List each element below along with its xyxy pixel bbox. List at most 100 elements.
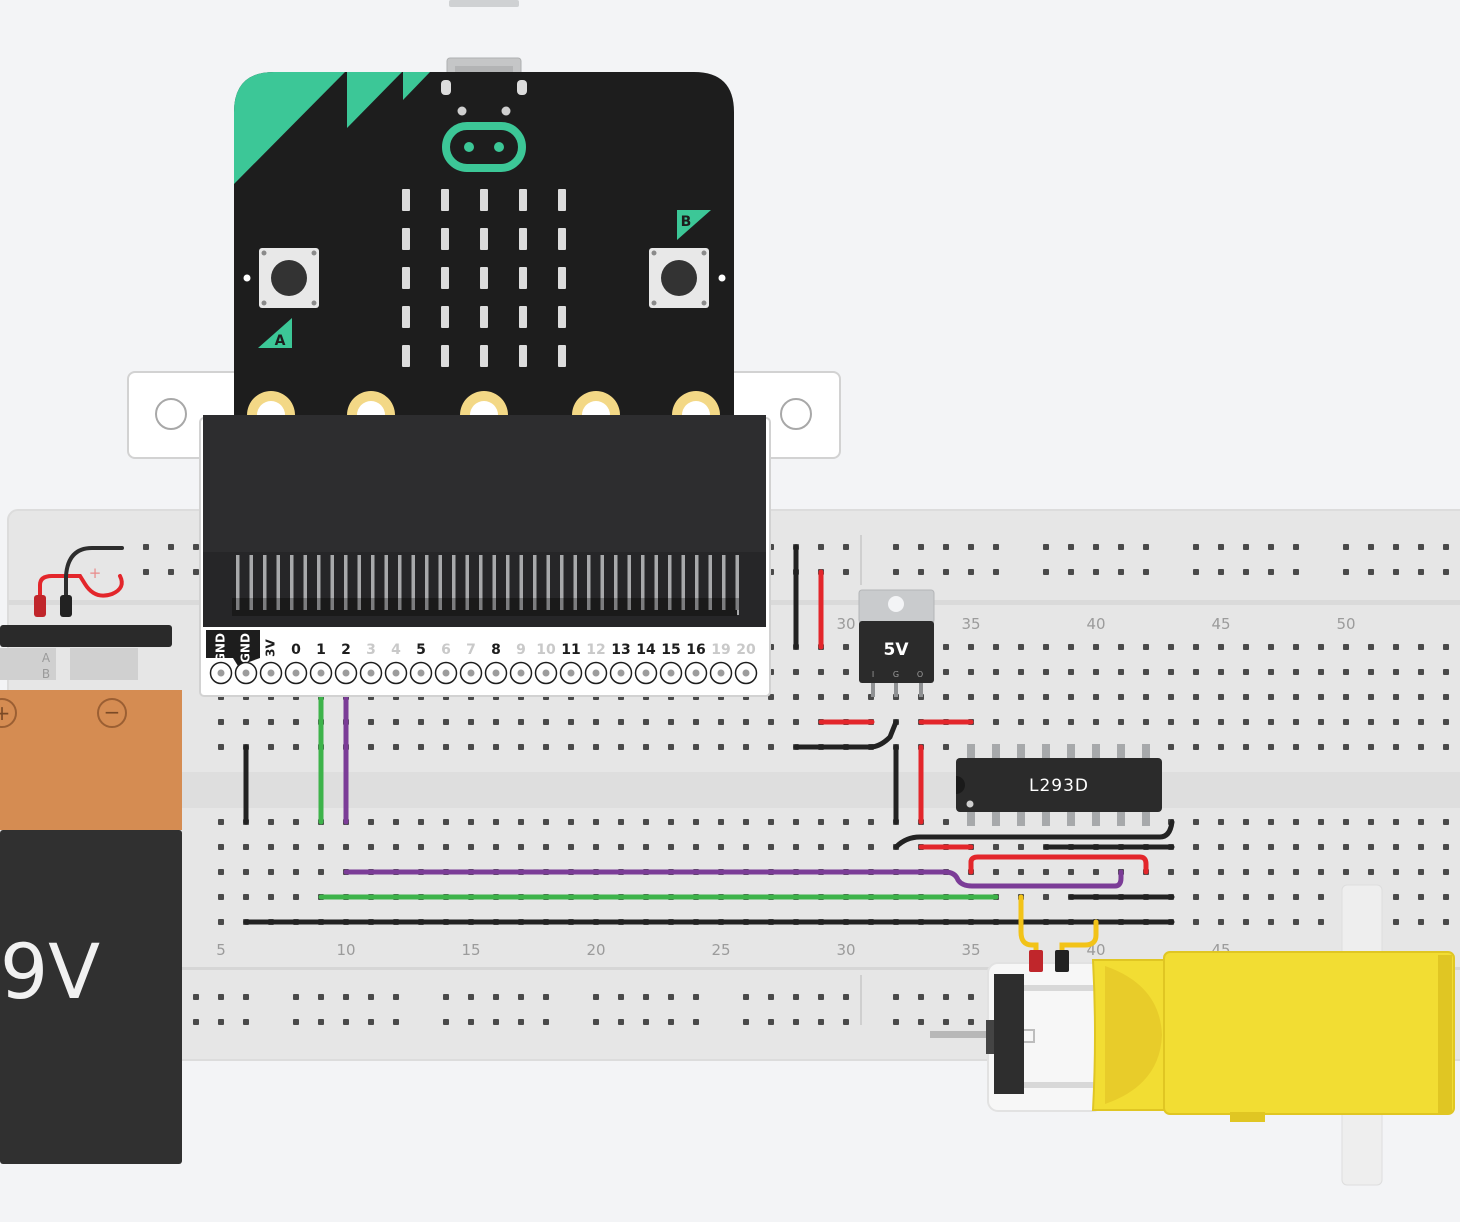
breadboard-hole[interactable] — [1368, 569, 1374, 575]
breadboard-hole[interactable] — [1193, 869, 1199, 875]
breadboard-hole[interactable] — [1093, 544, 1099, 550]
breadboard-hole[interactable] — [868, 844, 874, 850]
breadboard-hole[interactable] — [1043, 719, 1049, 725]
breadboard-hole[interactable] — [968, 1019, 974, 1025]
breadboard-hole[interactable] — [943, 544, 949, 550]
breadboard-hole[interactable] — [668, 819, 674, 825]
breadboard-hole[interactable] — [343, 994, 349, 1000]
breadboard-hole[interactable] — [1418, 869, 1424, 875]
breadboard-hole[interactable] — [543, 819, 549, 825]
breadboard-hole[interactable] — [243, 719, 249, 725]
edge-pin-holes[interactable] — [209, 661, 758, 685]
breadboard-hole[interactable] — [1243, 569, 1249, 575]
breadboard-hole[interactable] — [1193, 919, 1199, 925]
breadboard-hole[interactable] — [268, 744, 274, 750]
breadboard-hole[interactable] — [343, 844, 349, 850]
breadboard-hole[interactable] — [1043, 644, 1049, 650]
breadboard-hole[interactable] — [1268, 669, 1274, 675]
breadboard-hole[interactable] — [143, 569, 149, 575]
breadboard-hole[interactable] — [693, 719, 699, 725]
breadboard-hole[interactable] — [1193, 569, 1199, 575]
breadboard-hole[interactable] — [693, 819, 699, 825]
breadboard-hole[interactable] — [593, 844, 599, 850]
breadboard-hole[interactable] — [1018, 844, 1024, 850]
breadboard-hole[interactable] — [593, 1019, 599, 1025]
breadboard-hole[interactable] — [1068, 719, 1074, 725]
breadboard-hole[interactable] — [768, 744, 774, 750]
breadboard-hole[interactable] — [1168, 669, 1174, 675]
breadboard-hole[interactable] — [443, 1019, 449, 1025]
breadboard-hole[interactable] — [768, 844, 774, 850]
breadboard-hole[interactable] — [1318, 869, 1324, 875]
breadboard-hole[interactable] — [993, 644, 999, 650]
breadboard-hole[interactable] — [818, 844, 824, 850]
breadboard-hole[interactable] — [193, 544, 199, 550]
breadboard-hole[interactable] — [1093, 669, 1099, 675]
wire-black-chip-gnd[interactable] — [893, 819, 1175, 850]
breadboard-hole[interactable] — [1443, 919, 1449, 925]
breadboard-hole[interactable] — [1068, 694, 1074, 700]
breadboard-hole[interactable] — [1243, 894, 1249, 900]
breadboard-hole[interactable] — [1193, 844, 1199, 850]
breadboard-hole[interactable] — [468, 744, 474, 750]
breadboard-hole[interactable] — [893, 994, 899, 1000]
breadboard-hole[interactable] — [1018, 869, 1024, 875]
breadboard-hole[interactable] — [1393, 544, 1399, 550]
breadboard-hole[interactable] — [718, 819, 724, 825]
breadboard-hole[interactable] — [593, 719, 599, 725]
breadboard-hole[interactable] — [993, 544, 999, 550]
breadboard-hole[interactable] — [943, 669, 949, 675]
breadboard-hole[interactable] — [193, 1019, 199, 1025]
breadboard-hole[interactable] — [1443, 644, 1449, 650]
breadboard-hole[interactable] — [1093, 719, 1099, 725]
breadboard-hole[interactable] — [1193, 719, 1199, 725]
breadboard-hole[interactable] — [1368, 719, 1374, 725]
breadboard-hole[interactable] — [1118, 694, 1124, 700]
breadboard-hole[interactable] — [793, 994, 799, 1000]
breadboard-hole[interactable] — [1418, 719, 1424, 725]
breadboard-hole[interactable] — [1243, 844, 1249, 850]
breadboard-hole[interactable] — [1318, 669, 1324, 675]
breadboard-hole[interactable] — [1118, 719, 1124, 725]
battery-snap[interactable]: + A B — [0, 546, 172, 681]
breadboard-hole[interactable] — [393, 1019, 399, 1025]
breadboard-hole[interactable] — [393, 844, 399, 850]
breadboard-hole[interactable] — [293, 869, 299, 875]
breadboard-hole[interactable] — [843, 669, 849, 675]
breadboard-hole[interactable] — [1243, 869, 1249, 875]
breadboard-hole[interactable] — [943, 744, 949, 750]
breadboard-hole[interactable] — [1393, 569, 1399, 575]
breadboard-hole[interactable] — [1193, 894, 1199, 900]
breadboard-hole[interactable] — [1118, 644, 1124, 650]
breadboard-hole[interactable] — [818, 1019, 824, 1025]
breadboard-hole[interactable] — [618, 819, 624, 825]
breadboard-hole[interactable] — [1293, 569, 1299, 575]
breadboard-hole[interactable] — [1243, 719, 1249, 725]
breadboard-hole[interactable] — [368, 994, 374, 1000]
breadboard-hole[interactable] — [1418, 819, 1424, 825]
breadboard-hole[interactable] — [1168, 694, 1174, 700]
breadboard-hole[interactable] — [818, 694, 824, 700]
breadboard-hole[interactable] — [1443, 869, 1449, 875]
breadboard-hole[interactable] — [1368, 694, 1374, 700]
breadboard-hole[interactable] — [1268, 894, 1274, 900]
breadboard-hole[interactable] — [1218, 894, 1224, 900]
breadboard-hole[interactable] — [1318, 694, 1324, 700]
breadboard-hole[interactable] — [1068, 669, 1074, 675]
breadboard-hole[interactable] — [293, 894, 299, 900]
breadboard-hole[interactable] — [1143, 569, 1149, 575]
breadboard-hole[interactable] — [1243, 744, 1249, 750]
breadboard-hole[interactable] — [193, 569, 199, 575]
breadboard-hole[interactable] — [1318, 844, 1324, 850]
breadboard-hole[interactable] — [518, 1019, 524, 1025]
breadboard-hole[interactable] — [1343, 544, 1349, 550]
breadboard-hole[interactable] — [1368, 844, 1374, 850]
breadboard-hole[interactable] — [1443, 894, 1449, 900]
breadboard-hole[interactable] — [743, 994, 749, 1000]
breadboard-hole[interactable] — [443, 719, 449, 725]
button-b[interactable] — [649, 248, 709, 308]
breadboard-hole[interactable] — [493, 844, 499, 850]
breadboard-hole[interactable] — [1418, 844, 1424, 850]
breadboard-hole[interactable] — [1218, 544, 1224, 550]
breadboard-hole[interactable] — [1218, 644, 1224, 650]
